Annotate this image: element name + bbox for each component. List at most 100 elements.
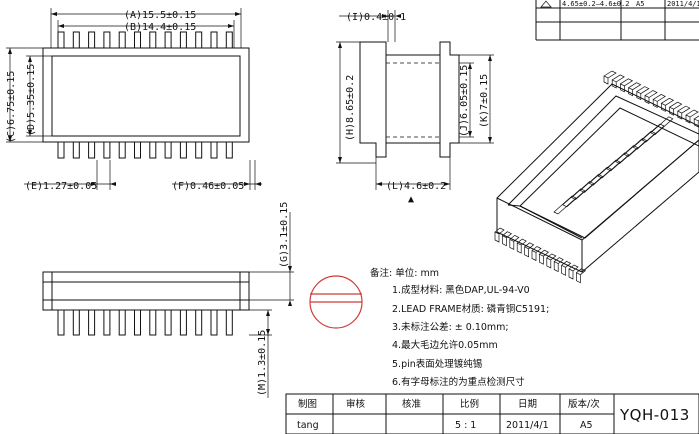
title-value: A5 [580,420,593,431]
pin [134,309,141,336]
title-value: tang [297,420,319,431]
pin [118,309,126,336]
dim-a-label: (A)15.5±0.15 [124,10,196,21]
top-view: (A)15.5±0.15 (B)14.4±0.15 (C)6.75±0.15 (… [6,8,262,192]
note-item: 6.有字母标注的为重点检测尺寸 [392,376,525,388]
iso-base-outline [496,83,699,273]
iso-pin [693,115,699,128]
note-item: 5.pin表面处理镀纯锡 [392,358,482,370]
title-header: 制图 [298,398,317,410]
pin [72,141,80,159]
notes-block: 备注: 单位: mm 1.成型材料: 黑色DAP,UL-94-V0 2.LEAD… [370,267,549,388]
iso-pin [636,86,650,101]
iso-pin [531,246,542,262]
iso-pin [575,268,587,284]
iso-pin [494,227,505,243]
pin [134,141,141,159]
top-pins-upper [57,31,233,49]
iso-pin [627,82,642,97]
iso-pin [644,90,658,105]
iso-pin [579,173,604,193]
dim-i-label: (I)0.4±0.1 [346,12,406,23]
pin [210,141,218,159]
pin [88,31,96,49]
pin [103,309,111,336]
iso-pin [668,101,683,116]
revision-dim: 4.65±0.2—4.6±0.2 [562,0,629,8]
pin [179,141,187,159]
side-profile [359,41,460,158]
iso-pin [588,166,612,186]
pin [164,309,172,336]
pin [72,31,80,49]
front-body-outline [42,271,250,311]
pin [118,31,126,49]
pin [225,31,233,49]
iso-pin [619,78,634,93]
revision-block: 4.65±0.2—4.6±0.2 A5 2011/4/1 [535,0,699,41]
pin [57,31,65,49]
pin [118,141,126,159]
iso-pin [516,238,527,254]
dim-d-label: (D)5.35±0.15 [26,64,37,136]
pin [210,309,218,336]
title-value: 2011/4/1 [506,420,549,431]
pin [149,141,157,159]
title-block: 制图 审核 核准 比例 日期 版本/次 tang 5 : 1 2011/4/1 … [285,393,699,434]
pin [164,141,172,159]
pin [88,309,96,336]
pin [225,309,233,336]
notes-heading: 备注: 单位: mm [370,267,439,279]
pin [210,31,218,49]
pin [164,31,172,49]
front-view: (G)3.1±0.15 (M)1.3±0.15 [42,202,294,398]
dim-e-label: (E)1.27±0.05 [25,181,97,192]
pin [103,141,111,159]
title-header: 版本/次 [568,398,600,410]
iso-pin [677,105,691,120]
iso-pins-back [603,70,699,128]
iso-pin [509,234,520,250]
pin [103,31,111,49]
revision-triangle-icon [540,0,552,8]
iso-pin [641,123,665,143]
pin [72,309,80,336]
dim-l-label: (L)4.6±0.2 [386,181,446,192]
iso-pin [614,145,639,165]
dim-k-label: (K)7±0.15 [479,74,490,128]
iso-pin [652,93,666,108]
iso-pin [560,260,572,276]
iso-pin [570,181,595,201]
package-body-outer [42,47,250,143]
title-header: 核准 [402,398,422,410]
pin [179,31,187,49]
pin [134,31,141,49]
pin [195,309,203,336]
note-item: 1.成型材料: 黑色DAP,UL-94-V0 [392,284,530,296]
iso-pin [606,152,630,172]
note-item: 2.LEAD FRAME材质: 磷青铜C5191; [392,303,549,315]
pin [88,141,96,159]
iso-pin [660,97,675,112]
pin [57,309,65,336]
dim-j-label: (J)6.05±0.15 [459,65,470,137]
pin [149,309,157,336]
pin [149,31,157,49]
dim-m-label: (M)1.3±0.15 [257,330,268,396]
pin [225,141,233,159]
revision-date: 2011/4/1 [667,0,699,8]
iso-pin [553,257,564,273]
package-body-inner [51,55,241,137]
side-view: (I)0.4±0.1 (H)8.65±0.2 (J)6.05±0.15 (K)7… [336,10,494,205]
pin [179,309,187,336]
part-number: YQH-013 [619,406,690,424]
pin [195,141,203,159]
top-pins-lower [57,141,233,159]
iso-pin [685,109,699,124]
dim-g-label: (G)3.1±0.15 [279,202,290,268]
isometric-view [494,70,699,284]
iso-pin [650,116,674,136]
projection-symbol-icon [309,275,363,329]
iso-pin [538,249,550,265]
